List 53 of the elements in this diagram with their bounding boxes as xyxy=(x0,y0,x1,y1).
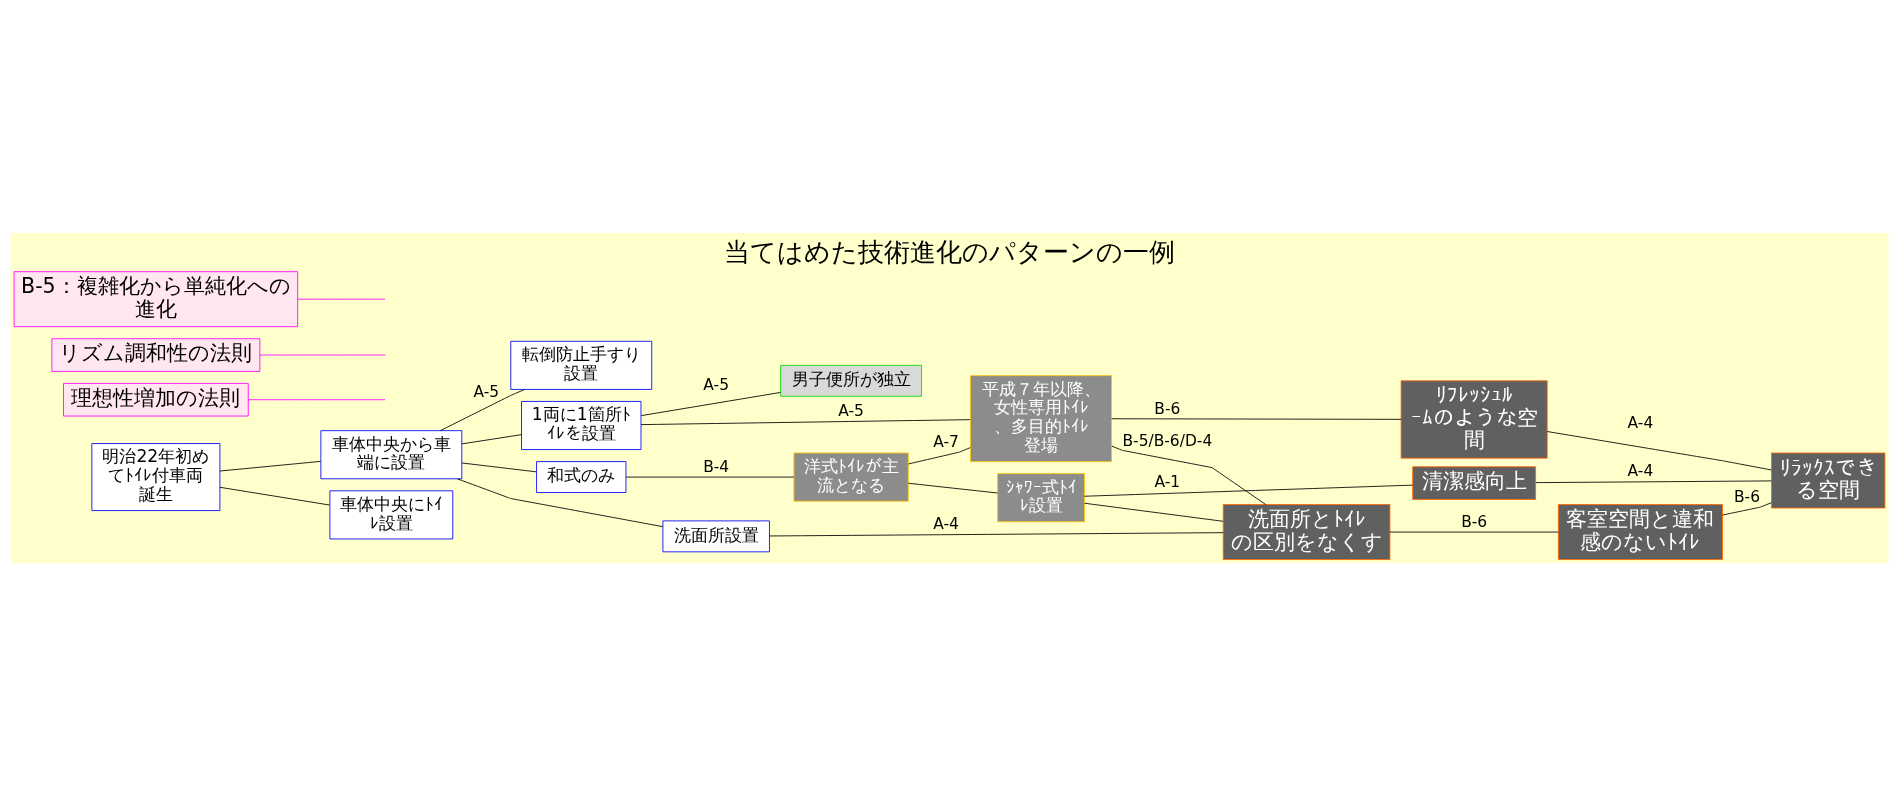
node-box: 男子便所が独立 xyxy=(780,364,922,397)
node-box: 理想性増加の法則 xyxy=(63,382,249,416)
node-box: 平成７年以降、女性専用ﾄｲﾚ、多目的ﾄｲﾚ登場 xyxy=(970,374,1112,462)
edge-label: B-6 xyxy=(1461,512,1488,531)
connector xyxy=(248,398,386,400)
connector xyxy=(1546,430,1772,470)
node-box: 洗面所設置 xyxy=(662,519,770,552)
edge-label: A-4 xyxy=(933,514,959,533)
edge-label: B-4 xyxy=(703,457,730,476)
node-box: 転倒防止手すり設置 xyxy=(510,340,653,390)
edge-label: A-7 xyxy=(933,432,959,451)
connector xyxy=(1111,445,1267,505)
edge-label: A-4 xyxy=(1627,413,1654,432)
node-box: 洗面所とﾄｲﾚの区別をなくす xyxy=(1222,503,1391,560)
connector xyxy=(1535,480,1772,483)
edge-label: A-5 xyxy=(473,382,500,401)
edge-label: A-4 xyxy=(1627,461,1654,480)
node-box: 客室空間と違和感のないﾄｲﾚ xyxy=(1557,503,1723,560)
node-box: 1両に1箇所ﾄｲﾚを設置 xyxy=(521,400,642,450)
node-box: ﾘﾗｯｸｽできる空間 xyxy=(1771,452,1886,508)
connector xyxy=(219,460,321,471)
connector xyxy=(1722,501,1772,515)
node-box: 清潔感向上 xyxy=(1412,465,1536,500)
node-box: 明治22年初めてﾄｲﾚ付車両誕生 xyxy=(91,442,221,511)
edge-label: B-6 xyxy=(1154,399,1181,418)
connector xyxy=(456,477,664,527)
connector xyxy=(1084,502,1224,522)
node-box: 車体中央にﾄｲﾚ設置 xyxy=(329,489,454,539)
diagram-title: 当てはめた技術進化のパターンの一例 xyxy=(724,236,1175,266)
connector xyxy=(640,391,781,416)
node-box: 車体中央から車端に設置 xyxy=(320,429,463,479)
connector xyxy=(297,298,386,300)
node-box: 和式のみ xyxy=(536,460,627,493)
connector xyxy=(440,388,525,431)
connector xyxy=(640,418,971,425)
edge-label: B-6 xyxy=(1733,487,1761,506)
connector xyxy=(461,433,522,444)
connector xyxy=(461,462,537,472)
node-box: ｼｬﾜｰ式ﾄｲﾚ設置 xyxy=(997,472,1085,522)
node-box: ﾘﾌﾚｯｼｭﾙｰﾑのような空間 xyxy=(1400,379,1548,459)
edge-label: B-5/B-6/D-4 xyxy=(1122,431,1213,450)
connector xyxy=(219,486,330,505)
edge-label: A-1 xyxy=(1154,472,1181,491)
connector xyxy=(1084,484,1413,497)
edge-label: A-5 xyxy=(838,401,864,420)
node-box: B-5：複雑化から単純化への進化 xyxy=(13,270,299,327)
edge-label: A-5 xyxy=(703,375,729,394)
connector xyxy=(908,446,971,464)
connector xyxy=(908,482,998,493)
connector xyxy=(1111,417,1402,420)
node-box: 洋式ﾄｲﾚが主流となる xyxy=(793,452,909,502)
connector xyxy=(769,531,1224,536)
node-box: リズム調和性の法則 xyxy=(51,337,261,372)
